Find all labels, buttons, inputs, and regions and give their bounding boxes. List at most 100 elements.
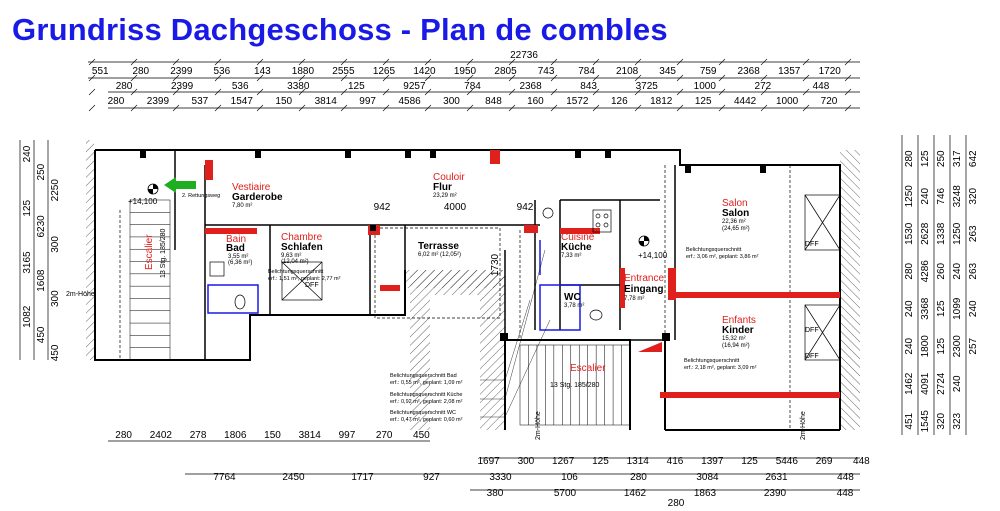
dim-top-row3-item-0: 280 [108, 96, 125, 107]
belichtung-kinder-title: Belichtungsquerschnitt [684, 358, 740, 364]
dim-bottom-row3-item-0: 7764 [213, 472, 236, 483]
stair-marker-icon [638, 342, 662, 352]
dim-top-row1-item-0: 551 [92, 66, 109, 77]
dim-tick [130, 88, 138, 96]
dim-tick [88, 88, 96, 96]
room-bain-de: Bad [226, 243, 245, 254]
room-escalier-left-fr: Escalier [144, 234, 155, 270]
belichtung-kueche-value: erf.: 0,92 m², geplant: 2,08 m² [390, 399, 463, 405]
room-couloir-area: 23,29 m² [433, 193, 457, 199]
dim-bottom-row1-item-2: 278 [190, 430, 207, 441]
dim-top-row1-item-15: 759 [700, 66, 717, 77]
dim-top-row2-item-3: 3380 [287, 81, 310, 92]
dim-left-column: 2402502250125623030031651608300108245045… [22, 145, 61, 361]
level-entrance: +14,100 [638, 251, 668, 260]
dim-tick [130, 58, 138, 66]
dim-right-item-29: 2300 [952, 335, 963, 358]
dim-right-item-0: 280 [904, 150, 915, 167]
room-cuisine-de: Küche [561, 242, 592, 253]
belichtung-salon-title: Belichtungsquerschnitt [686, 247, 742, 253]
dim-right-item-35: 263 [968, 262, 979, 279]
room-enfants-area2: (16,94 m²) [722, 343, 750, 349]
dim-right-item-21: 125 [936, 337, 947, 354]
dim-top-row2-item-5: 9257 [403, 81, 426, 92]
dim-right-column: 2801250153028024024014624511252402628428… [904, 150, 979, 432]
room-couloir-fr: Couloir [433, 172, 465, 183]
dim-tick [844, 58, 852, 66]
belichtung-bad-title: Belichtungsquerschnitt Bad [390, 373, 457, 379]
zwei-m-hoehe-right: 2m-Höhe [800, 411, 807, 440]
dim-tick [88, 104, 96, 112]
dim-left-item-9: 1082 [22, 305, 33, 328]
dim-tick [760, 88, 768, 96]
dim-tick [718, 104, 726, 112]
dim-bottom-row1-item-3: 1806 [224, 430, 247, 441]
dim-top-row1-item-1: 280 [132, 66, 149, 77]
dim-tick [172, 58, 180, 66]
dim-bottom-row2-item-3: 125 [592, 456, 609, 467]
dim-right-item-23: 320 [936, 412, 947, 429]
dim-tick [550, 88, 558, 96]
dim-top-row3-item-6: 997 [359, 96, 376, 107]
dim-tick [298, 74, 306, 82]
dim-tick [340, 88, 348, 96]
dim-bottom-extra: 280 [668, 498, 685, 509]
dim-top-row2-item-4: 125 [348, 81, 365, 92]
dim-right-item-5: 240 [904, 337, 915, 354]
belichtung-wc-value: erf.: 0,47 m², geplant: 0,60 m² [390, 417, 463, 423]
dim-top-row2-item-2: 536 [232, 81, 249, 92]
dim-top-total: 22736 [510, 50, 538, 61]
dim-tick [340, 58, 348, 66]
dim-tick [634, 88, 642, 96]
dim-top-row1-item-8: 1420 [413, 66, 436, 77]
dim-top-row3-item-13: 1812 [650, 96, 673, 107]
dim-top-row2-item-7: 2368 [519, 81, 542, 92]
dim-tick [172, 74, 180, 82]
dim-left-item-0: 240 [22, 145, 33, 162]
dim-tick [718, 74, 726, 82]
dim-tick [760, 104, 768, 112]
dim-tick [214, 104, 222, 112]
dim-bottom-row2-item-0: 1697 [478, 456, 501, 467]
room-terrasse-de: Terrasse [418, 241, 459, 252]
belichtung-bad-value: erf.: 0,55 m², geplant: 1,09 m² [390, 380, 463, 386]
dim-top-row3-item-16: 1000 [776, 96, 799, 107]
dim-left-item-7: 1608 [36, 269, 47, 292]
dim-tick [424, 74, 432, 82]
dim-tick [256, 104, 264, 112]
belichtung-schlafen-title: Belichtungsquerschnitt [268, 269, 324, 275]
dim-tick [508, 104, 516, 112]
dim-top-row1-item-5: 1880 [292, 66, 315, 77]
dim-tick [130, 74, 138, 82]
dim-interior-1730: 1730 [490, 253, 501, 276]
dim-tick [382, 58, 390, 66]
room-salon-area2: (24,65 m²) [722, 226, 750, 232]
room-enfants-area: 15,32 m² [722, 336, 746, 342]
dim-top-row2-item-10: 1000 [694, 81, 717, 92]
dim-bottom-row1-item-7: 270 [376, 430, 393, 441]
dim-right-item-19: 260 [936, 262, 947, 279]
dim-tick [802, 104, 810, 112]
stair-bottom-label: 13 Stg. 185/280 [550, 382, 600, 389]
dim-left-item-8: 300 [50, 290, 61, 307]
dim-right-item-25: 3248 [952, 185, 963, 208]
dim-tick [382, 104, 390, 112]
dim-bottom-row4-item-3: 1863 [694, 488, 717, 499]
dim-interior-942b: 942 [517, 202, 534, 213]
dim-bottom-row2-item-10: 448 [853, 456, 870, 467]
dim-tick [508, 58, 516, 66]
dim-tick [466, 74, 474, 82]
dim-left-item-11: 450 [50, 344, 61, 361]
dim-bottom-row4-item-5: 448 [837, 488, 854, 499]
room-wc-area: 3,78 m² [564, 303, 584, 309]
room-enfants-fr: Enfants [722, 315, 756, 326]
dim-right-item-22: 2724 [936, 372, 947, 395]
dim-tick [844, 104, 852, 112]
dim-top-row3-item-5: 3814 [315, 96, 338, 107]
dim-bottom-row2-item-6: 1397 [701, 456, 724, 467]
room-couloir-de: Flur [433, 182, 452, 193]
dim-right-item-15: 1545 [920, 410, 931, 433]
